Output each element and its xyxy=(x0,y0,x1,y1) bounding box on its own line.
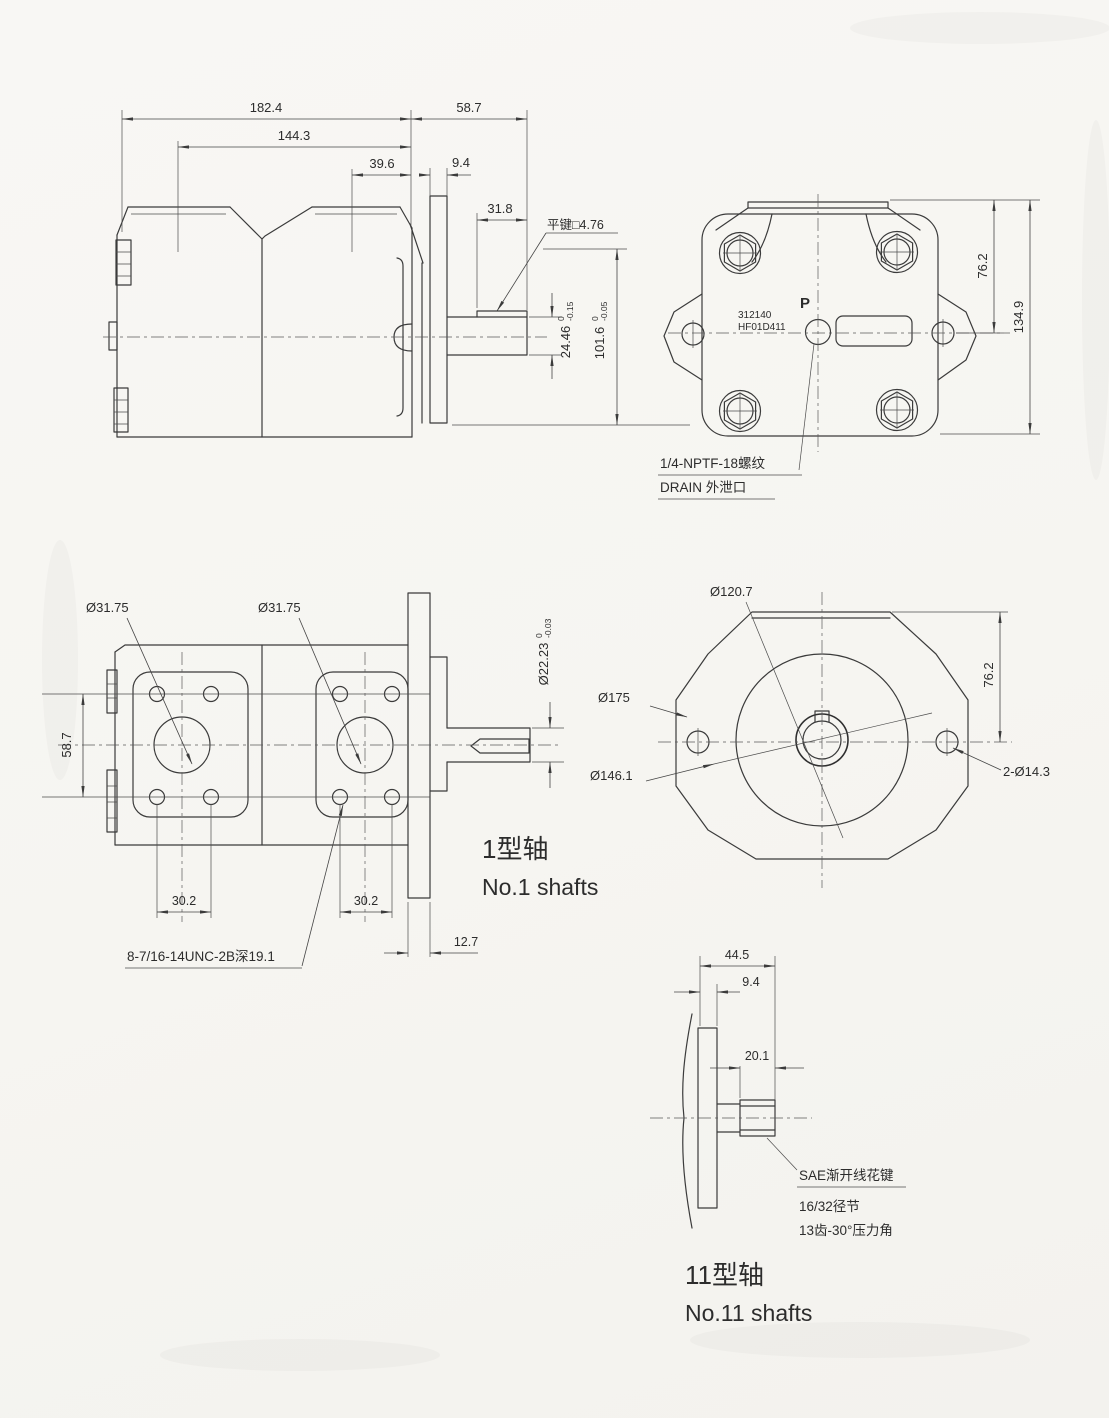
shaft-diameter-tol-lower: -0.15 xyxy=(565,301,575,321)
front-shaft-diameter-value: Ø22.23 xyxy=(536,643,551,686)
flat-key-note: 平键□4.76 xyxy=(547,218,604,232)
spline-note-line2: 16/32径节 xyxy=(799,1199,860,1214)
dim-plate-thickness-label: 12.7 xyxy=(454,935,478,949)
pressure-port-label: P xyxy=(800,295,810,312)
shaft11-view: 44.5 9.4 20.1 SAE渐开线花键 16/32径节 13齿-30°压力… xyxy=(650,948,906,1326)
dim-shaft-plate-label: 9.4 xyxy=(742,975,759,989)
front-shaft-diameter-tolerance-label: Ø22.23 0 -0.03 xyxy=(534,618,553,685)
dim-spline-length-label: 20.1 xyxy=(745,1049,769,1063)
body-diameter-label: Ø175 xyxy=(598,690,630,705)
flange-view-linework xyxy=(658,592,1012,888)
spline-note-line1: SAE渐开线花键 xyxy=(799,1168,894,1183)
side-view-dimensions: 182.4 58.7 144.3 39.6 9.4 31.8 平键□4.76 2… xyxy=(121,100,690,426)
port-diameter-left-label: Ø31.75 xyxy=(86,600,129,615)
nameplate-slot xyxy=(835,315,913,347)
stamp-serial-number: 312140 xyxy=(738,310,772,321)
center-height-value: 101.6 xyxy=(592,327,607,360)
shaft-diameter-tol-upper: 0 xyxy=(556,316,566,321)
port-flange-right xyxy=(315,671,409,818)
front-view: 58.7 Ø31.75 Ø31.75 30.2 30.2 12.7 8-7/16… xyxy=(42,592,598,969)
shaft1-caption-cn: 1型轴 xyxy=(482,834,548,864)
pilot-diameter-label: Ø120.7 xyxy=(710,584,753,599)
drain-port-note: DRAIN 外泄口 xyxy=(660,480,746,495)
front-view-linework xyxy=(42,592,558,922)
dim-shaft-extension-label: 58.7 xyxy=(456,100,481,115)
front-shaft-diameter-tol-lower: -0.03 xyxy=(543,618,553,638)
port-diameter-right-label: Ø31.75 xyxy=(258,600,301,615)
side-view: 182.4 58.7 144.3 39.6 9.4 31.8 平键□4.76 2… xyxy=(103,100,690,438)
shaft-diameter-value: 24.46 xyxy=(558,326,573,359)
front-shaft-diameter-tol-upper: 0 xyxy=(534,633,544,638)
dim-half-height-label: 76.2 xyxy=(975,253,990,278)
dim-hole-span-vertical-label: 58.7 xyxy=(59,732,74,757)
shaft11-caption-en: No.11 shafts xyxy=(685,1300,812,1326)
drain-thread-note: 1/4-NPTF-18螺纹 xyxy=(660,456,766,471)
flange-half-height-label: 76.2 xyxy=(981,662,996,687)
dim-total-height-label: 134.9 xyxy=(1011,301,1026,334)
shaft1-caption-en: No.1 shafts xyxy=(482,874,598,900)
rear-view: 76.2 134.9 P 312140 HF01D411 1/4-NPTF-18… xyxy=(658,194,1040,500)
port-flange-left xyxy=(132,671,249,818)
shaft11-linework xyxy=(650,1013,812,1229)
scan-artifacts xyxy=(42,12,1109,1371)
shaft11-caption-cn: 11型轴 xyxy=(685,1260,764,1290)
rear-view-dimensions: 76.2 134.9 P 312140 HF01D411 1/4-NPTF-18… xyxy=(658,199,1040,500)
dim-shaft-total-label: 44.5 xyxy=(725,948,749,962)
stamp-model-number: HF01D411 xyxy=(738,322,786,333)
rear-view-linework xyxy=(663,194,1010,471)
ear-hole-diameter-label: 2-Ø14.3 xyxy=(1003,764,1050,779)
hex-bolt-bottom-left xyxy=(718,389,762,433)
flange-view: Ø120.7 Ø175 Ø146.1 2-Ø14.3 76.2 xyxy=(590,584,1050,888)
hex-bolt-bottom-right xyxy=(875,388,919,432)
flange-view-dimensions: Ø120.7 Ø175 Ø146.1 2-Ø14.3 76.2 xyxy=(590,584,1050,839)
center-height-tol-lower: -0.05 xyxy=(599,301,609,321)
dim-bolt-span-right-label: 30.2 xyxy=(354,894,378,908)
dim-hump-label: 39.6 xyxy=(369,156,394,171)
shaft-diameter-tolerance-label: 24.46 0 -0.15 xyxy=(556,301,575,358)
front-view-dimensions: 58.7 Ø31.75 Ø31.75 30.2 30.2 12.7 8-7/16… xyxy=(59,600,598,969)
center-height-tol-upper: 0 xyxy=(590,316,600,321)
center-height-tolerance-label: 101.6 0 -0.05 xyxy=(590,301,609,359)
hex-bolt-top-right xyxy=(875,230,919,274)
dim-bolt-span-left-label: 30.2 xyxy=(172,894,196,908)
mounting-bolt-note: 8-7/16-14UNC-2B深19.1 xyxy=(127,949,275,964)
dim-flange-thickness-label: 9.4 xyxy=(452,155,470,170)
bolt-circle-diameter-label: Ø146.1 xyxy=(590,768,633,783)
shaft11-dimensions: 44.5 9.4 20.1 SAE渐开线花键 16/32径节 13齿-30°压力… xyxy=(674,948,906,1326)
spline-note-line3: 13齿-30°压力角 xyxy=(799,1223,893,1238)
dim-key-length-label: 31.8 xyxy=(487,201,512,216)
dim-total-length-label: 182.4 xyxy=(250,100,283,115)
dim-body-length-label: 144.3 xyxy=(278,128,311,143)
side-view-linework xyxy=(103,195,547,438)
hex-bolt-top-left xyxy=(718,231,762,275)
